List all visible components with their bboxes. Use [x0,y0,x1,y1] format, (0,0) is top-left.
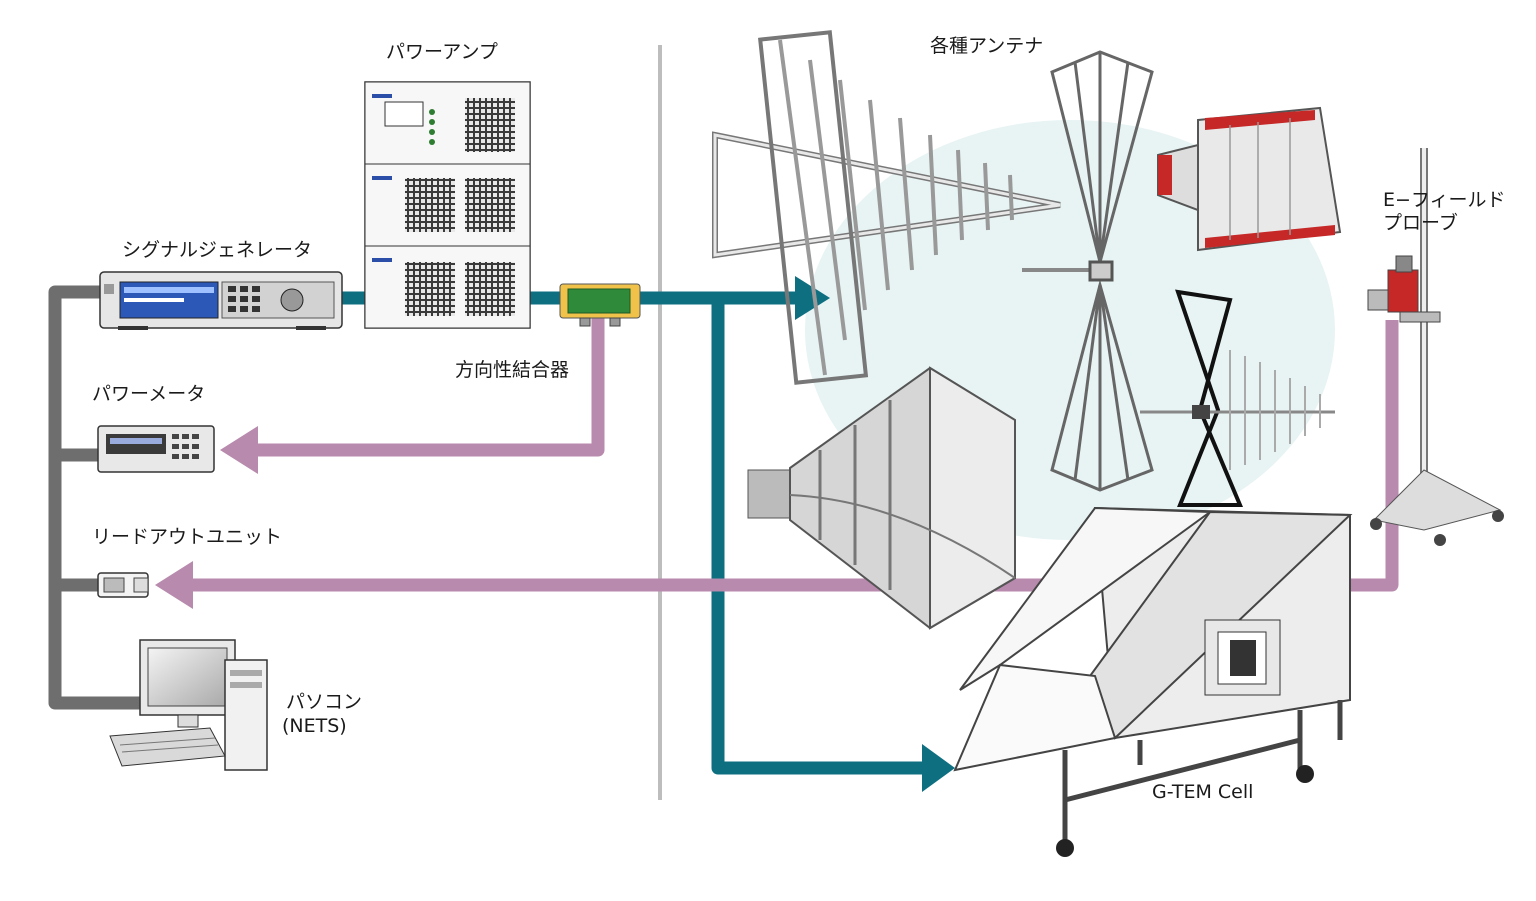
label-power-amp: パワーアンプ [386,41,498,63]
control-cable [48,285,145,710]
power-meter-icon [97,425,215,473]
label-efield-probe-line1: E−フィールド [1383,189,1506,211]
label-antennas: 各種アンテナ [930,35,1044,57]
horn-antenna-icon [747,366,1016,630]
double-ridged-horn-icon [1157,106,1342,252]
measure-path [155,318,1399,609]
signal-generator-icon [99,271,343,330]
label-directional-coupler: 方向性結合器 [455,359,570,381]
label-pc-name: パソコン [286,691,363,713]
rf-path [340,276,955,792]
label-efield-probe-line2: プローブ [1383,212,1458,234]
biconical-antenna-icon [1022,50,1154,492]
power-amp-rack-icon [364,81,531,329]
label-pc-software: (NETS) [282,715,347,737]
label-signal-generator: シグナルジェネレータ [122,239,313,261]
label-gtem-cell: G-TEM Cell [1152,781,1254,803]
label-readout-unit: リードアウトユニット [92,526,283,548]
directional-coupler-icon [559,283,641,327]
readout-unit-icon [97,572,149,598]
gtem-cell-icon [953,506,1353,857]
computer-icon [109,639,268,771]
efield-probe-icon [1367,148,1504,546]
bilog-antenna-icon [1140,289,1335,507]
log-periodic-antenna-icon [712,30,1061,385]
label-power-meter: パワーメータ [92,383,206,405]
